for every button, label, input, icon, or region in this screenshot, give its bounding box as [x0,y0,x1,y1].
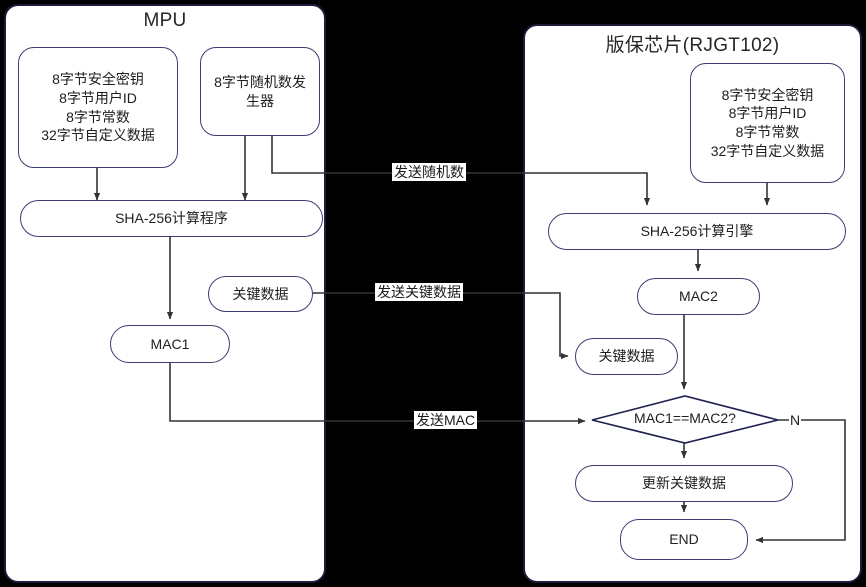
mpu-mac1-box[interactable]: MAC1 [110,325,230,363]
edge-label-send-random: 发送随机数 [392,163,466,182]
mpu-rng-box[interactable]: 8字节随机数发 生器 [200,47,320,136]
edge-label-send-key-data: 发送关键数据 [375,283,463,302]
panel-mpu-title: MPU [143,10,187,31]
chip-mac2-box[interactable]: MAC2 [637,278,760,315]
chip-decision-label: MAC1==MAC2? [634,410,736,426]
panel-chip-title: 版保芯片(RJGT102) [605,35,780,56]
edge-label-send-mac: 发送MAC [414,411,478,430]
mpu-sha-box[interactable]: SHA-256计算程序 [20,200,323,237]
mpu-secret-box[interactable]: 8字节安全密钥 8字节用户ID 8字节常数 32字节自定义数据 [18,47,178,168]
chip-key-data-box[interactable]: 关键数据 [575,338,678,375]
chip-sha-engine-box[interactable]: SHA-256计算引擎 [548,213,846,250]
chip-secret-box[interactable]: 8字节安全密钥 8字节用户ID 8字节常数 32字节自定义数据 [690,63,845,183]
chip-update-key-data-box[interactable]: 更新关键数据 [575,465,793,502]
mpu-key-data-box[interactable]: 关键数据 [208,276,313,312]
chip-end-box[interactable]: END [620,519,748,560]
chip-decision-diamond[interactable]: MAC1==MAC2? [592,396,778,443]
chip-decision-no-label: N [789,412,802,429]
